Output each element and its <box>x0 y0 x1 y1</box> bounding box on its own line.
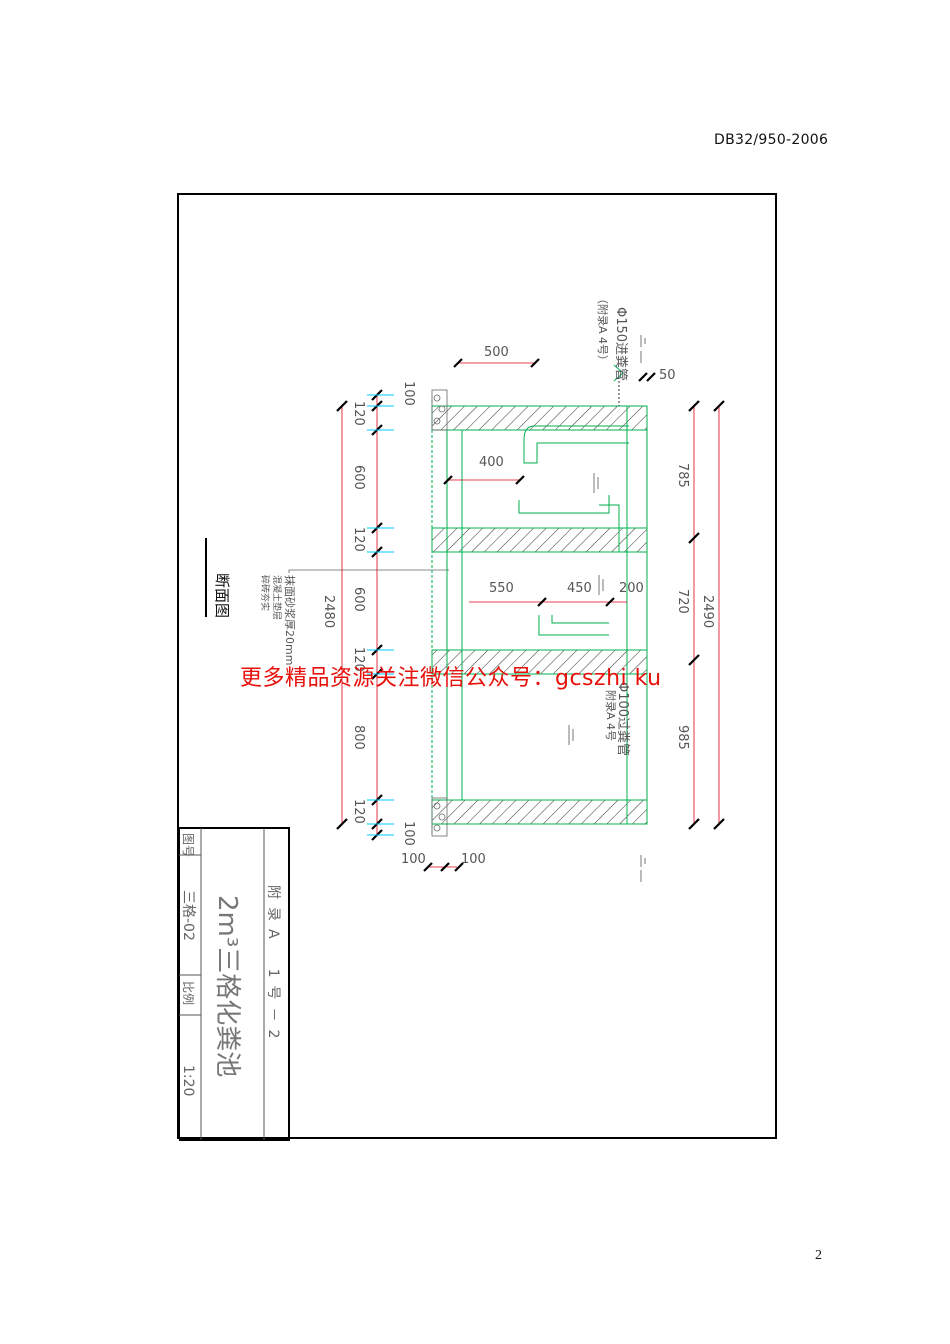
dim-top-50: 50 <box>659 368 676 383</box>
page-number: 2 <box>815 1248 822 1263</box>
horizontal-dimension-labels: 500 50 400 550 450 200 100 100 <box>401 345 676 867</box>
drawing-frame: 断面图 图号 三格-02 比例 1:20 附录A 1号－2 2m³三格化粪池 抹… <box>177 193 777 1141</box>
watermark-text: 更多精品资源关注微信公众号：gcszhi ku <box>240 666 662 691</box>
dim-top-500: 500 <box>484 345 509 360</box>
appendix-label: 附录A 1号－2 <box>265 885 281 1046</box>
dim-left-7: 800 <box>351 725 366 750</box>
dim-left-total: 2480 <box>321 595 336 628</box>
outlet-pipe-ref: 附录A 4号 <box>604 690 618 741</box>
dim-left-8: 120 <box>351 799 366 824</box>
material-notes: 抹面砂浆厚20mm 混凝土垫层 碎砖夯实 <box>259 569 449 665</box>
drawing-title: 2m³三格化粪池 <box>212 895 242 1077</box>
dim-left-1: 100 <box>401 381 416 406</box>
pipes <box>518 364 629 636</box>
dimension-ticks <box>336 358 725 872</box>
outlet-pipe-label: Φ100过粪管 <box>615 682 630 756</box>
dim-interior-550: 550 <box>489 581 514 596</box>
title-block: 图号 三格-02 比例 1:20 附录A 1号－2 2m³三格化粪池 <box>178 827 290 1141</box>
dim-left-2: 120 <box>351 401 366 426</box>
section-drawing: 断面图 图号 三格-02 比例 1:20 附录A 1号－2 2m³三格化粪池 抹… <box>178 293 725 1141</box>
inlet-pipe-label: Φ150进粪管 <box>613 307 628 381</box>
dim-left-6: 120 <box>351 647 366 672</box>
dim-right-total: 2490 <box>700 595 715 628</box>
dimension-labels: 100 120 600 120 600 120 800 120 100 2480… <box>321 381 715 846</box>
document-code: DB32/950-2006 <box>714 132 829 148</box>
dim-interior-400: 400 <box>479 455 504 470</box>
note-concrete: 混凝土垫层 <box>271 575 283 620</box>
dim-interior-200: 200 <box>619 581 644 596</box>
dim-left-3: 600 <box>351 465 366 490</box>
note-rubble: 碎砖夯实 <box>259 575 271 611</box>
dim-right-1: 785 <box>675 463 690 488</box>
dim-right-2: 720 <box>675 589 690 614</box>
dim-left-9: 100 <box>401 821 416 846</box>
extension-ticks <box>367 394 394 836</box>
dim-bottom-1: 100 <box>401 852 426 867</box>
water-levels <box>568 335 646 882</box>
pipe-labels: Φ150进粪管 （附录A 4号） Φ100过粪管 附录A 4号 <box>596 293 630 756</box>
drawing-no-label: 图号 <box>181 833 195 857</box>
note-plaster: 抹面砂浆厚20mm <box>283 575 297 665</box>
dim-left-4: 120 <box>351 527 366 552</box>
scale-label: 比例 <box>181 981 195 1005</box>
inlet-pipe-ref: （附录A 4号） <box>596 293 610 366</box>
scale-value: 1:20 <box>180 1065 196 1096</box>
rubble-fill <box>431 389 448 837</box>
dim-right-3: 985 <box>675 725 690 750</box>
dim-bottom-2: 100 <box>461 852 486 867</box>
drawing-no: 三格-02 <box>180 890 196 941</box>
dim-left-5: 600 <box>351 587 366 612</box>
dim-interior-450: 450 <box>567 581 592 596</box>
dimension-lines <box>341 362 720 868</box>
section-title: 断面图 <box>213 573 231 618</box>
